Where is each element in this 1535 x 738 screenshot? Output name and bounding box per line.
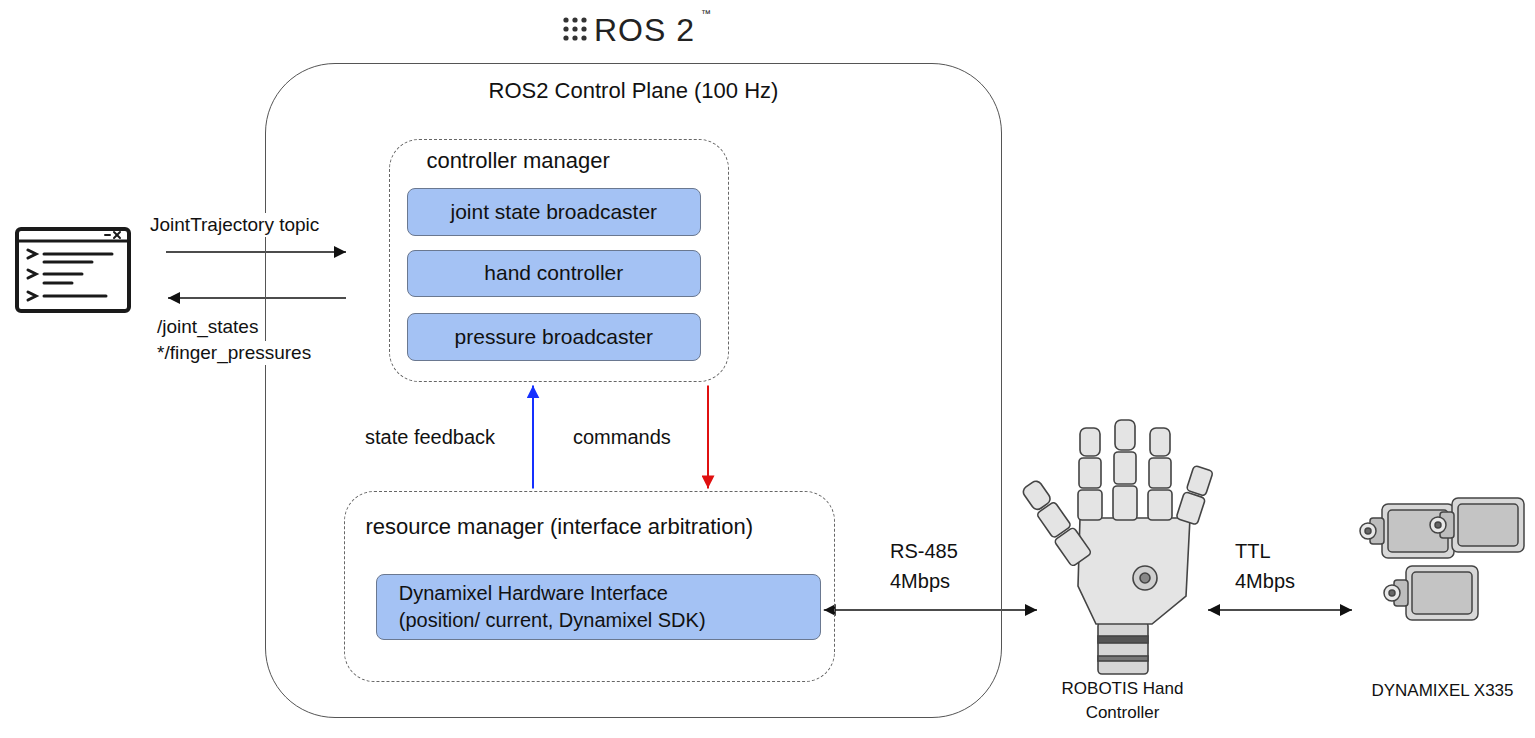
node-label: pressure broadcaster: [455, 325, 653, 349]
controller-box: hand controller: [407, 250, 701, 297]
edge-label: RS-485 4Mbps: [890, 536, 970, 596]
group-title: resource manager (interface arbitration): [365, 514, 753, 540]
node-label: DYNAMIXEL X335: [1355, 679, 1530, 704]
trademark-mark: ™: [701, 8, 711, 21]
topic-name: */finger_pressures: [157, 341, 311, 365]
node-label: Dynamixel Hardware Interface (position/ …: [399, 580, 729, 634]
group-title: ROS2 Control Plane (100 Hz): [266, 78, 1001, 104]
group-title: controller manager: [426, 148, 609, 174]
edge-label: commands: [573, 422, 671, 452]
node-label: joint state broadcaster: [450, 200, 657, 224]
servo-group: DYNAMIXEL X335: [1355, 490, 1530, 704]
topic-arrow: [166, 251, 346, 253]
node-label: hand controller: [484, 261, 623, 285]
controller-box: pressure broadcaster: [407, 313, 701, 361]
controller-box: joint state broadcaster: [407, 188, 701, 236]
hand-controller: ROBOTIS Hand Controller: [1040, 420, 1205, 726]
control-plane: ROS2 Control Plane (100 Hz) controller ma…: [265, 63, 1002, 718]
connector-arrow: [1208, 609, 1352, 611]
diagram-title: ROS 2: [594, 12, 695, 49]
ros-logo-dots: [563, 17, 586, 40]
connector-arrow: [532, 385, 534, 488]
topic-name: /joint_states: [157, 315, 258, 339]
hardware-interface-box: Dynamixel Hardware Interface (position/ …: [376, 574, 821, 640]
edge-label: state feedback: [365, 422, 495, 452]
terminal-icon: [17, 229, 129, 311]
connector-arrow: [707, 385, 709, 488]
topic-name: JointTrajectory topic: [150, 213, 319, 237]
manager-group: resource manager (interface arbitration)…: [344, 491, 835, 682]
robotic-hand: [1019, 420, 1214, 674]
node-label: ROBOTIS Hand Controller: [1040, 677, 1205, 726]
servo-motors: [1360, 498, 1524, 620]
edge-label: TTL 4Mbps: [1235, 536, 1305, 596]
manager-group: controller manager joint state broadcaste…: [389, 139, 729, 382]
topic-arrow: [168, 297, 346, 299]
connector-arrow: [824, 609, 1037, 611]
